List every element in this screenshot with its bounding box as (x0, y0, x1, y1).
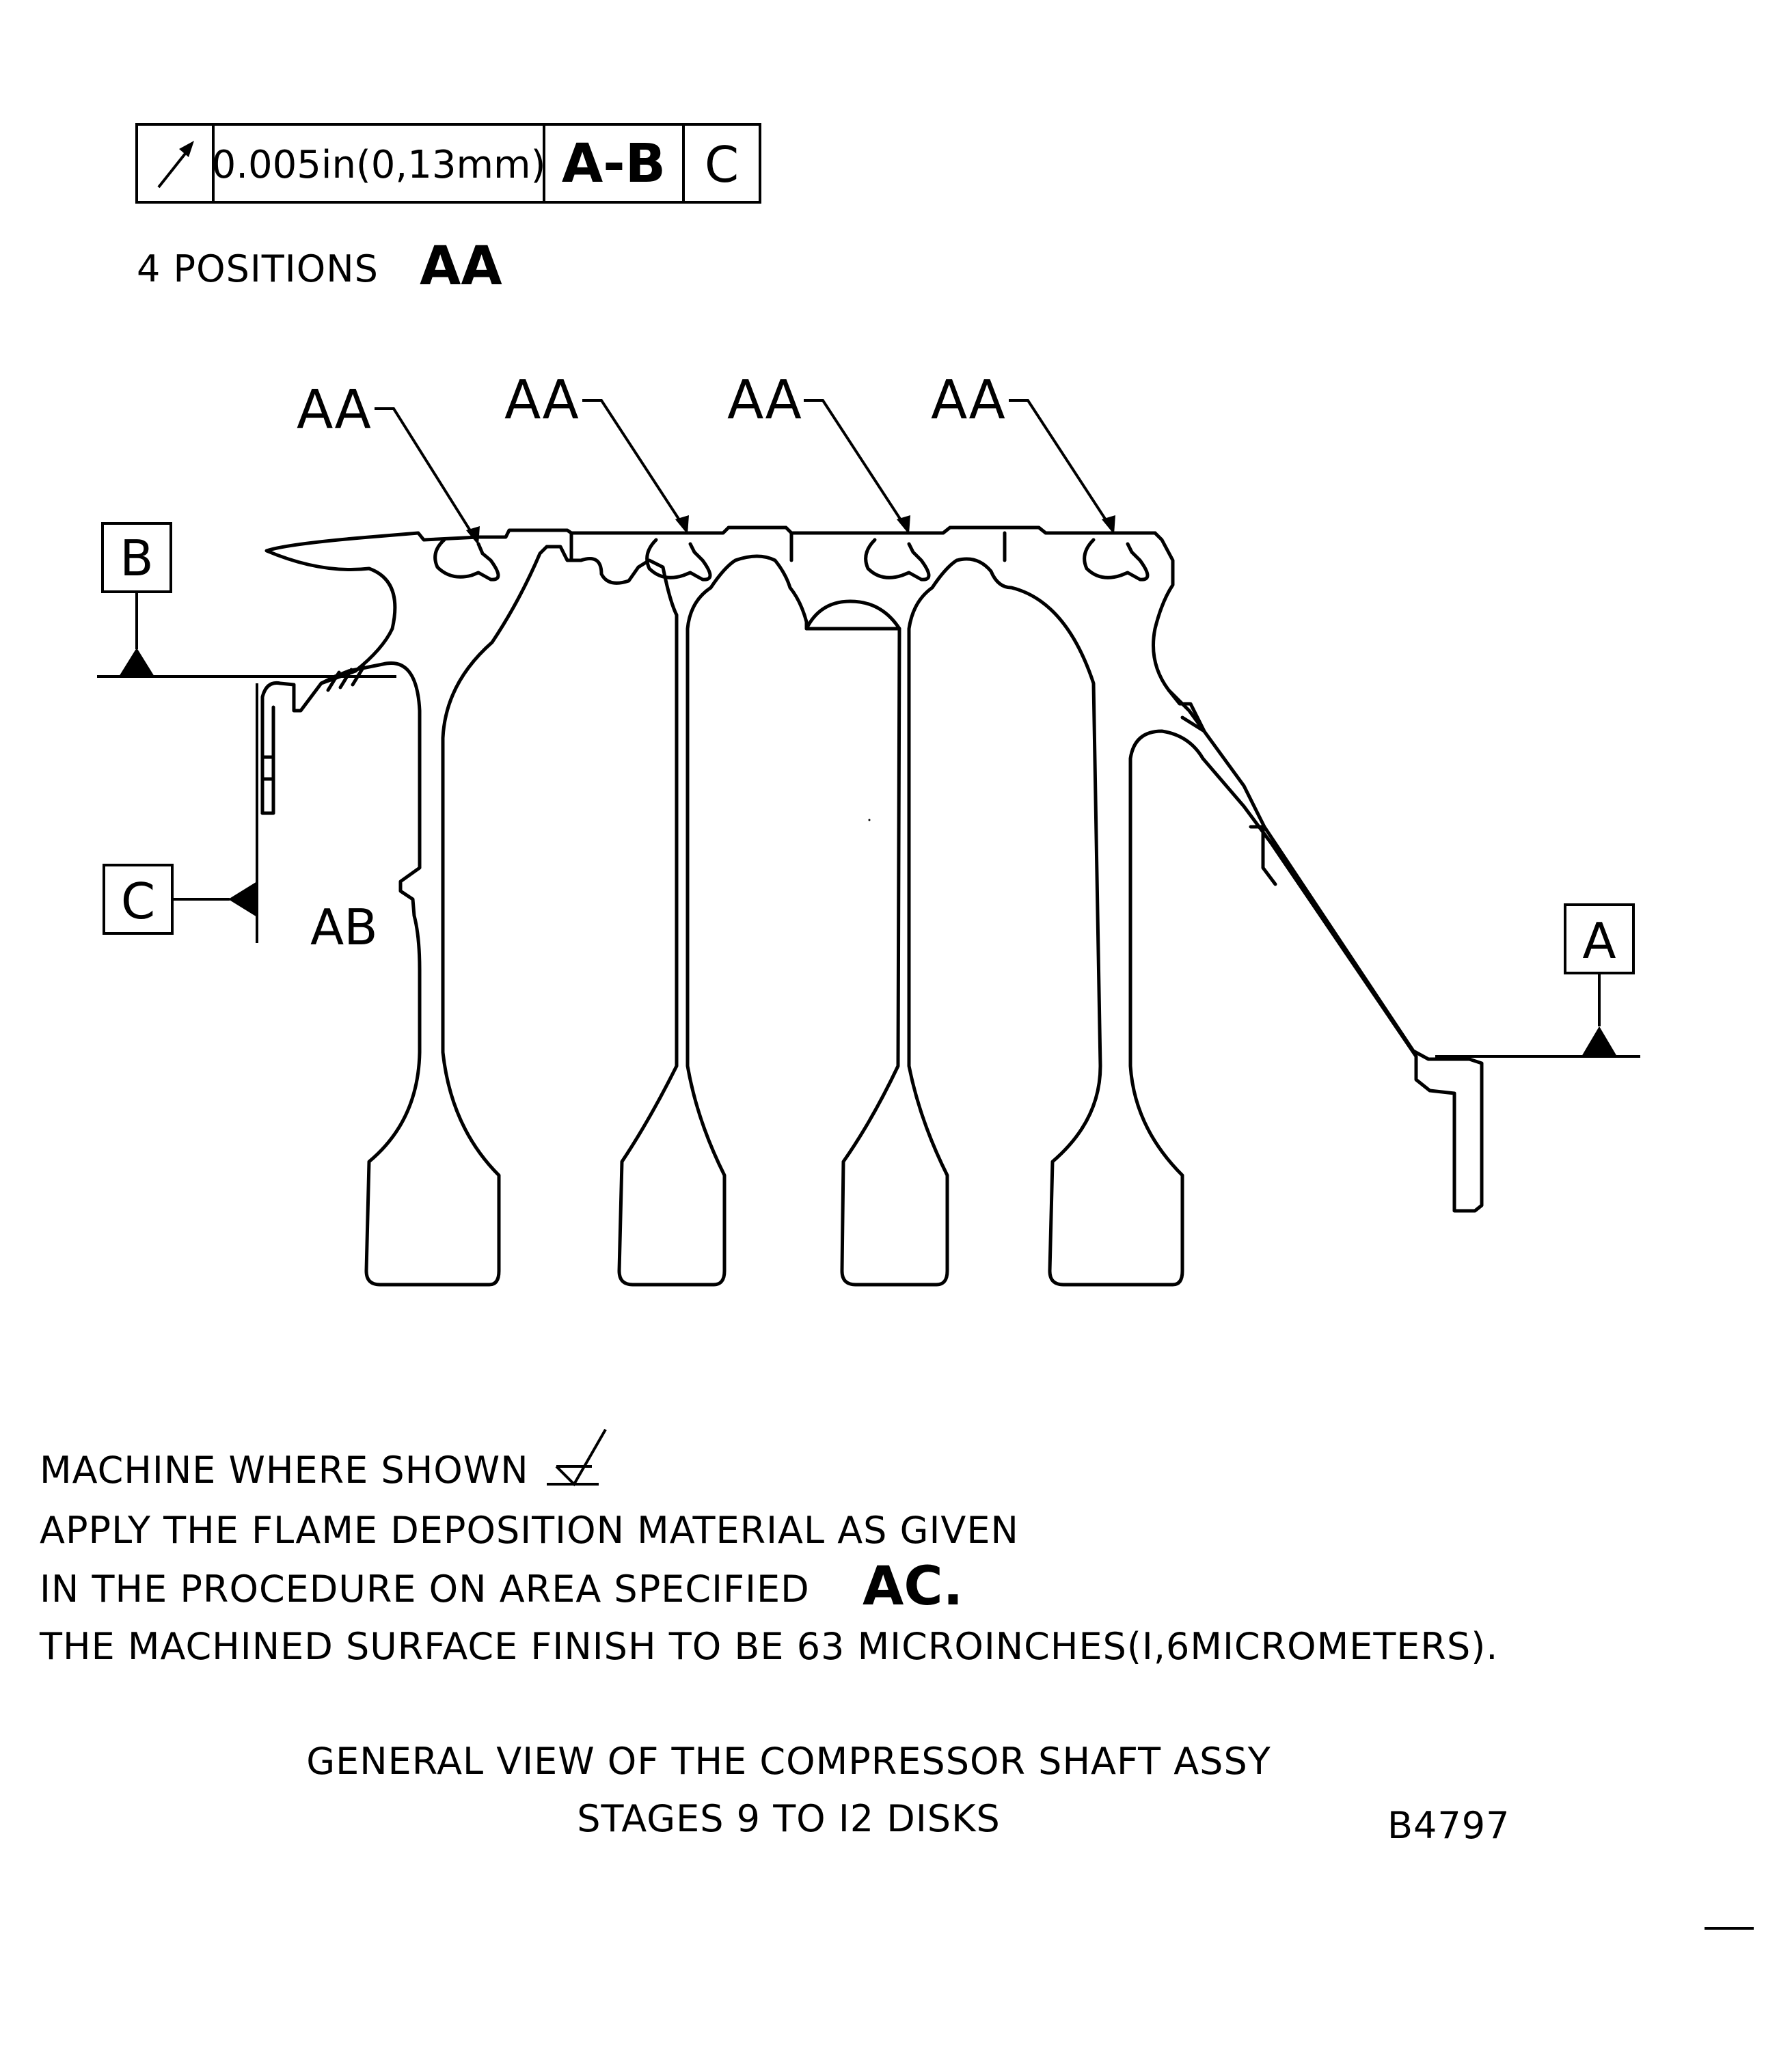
aa-callouts: AA AA AA AA (297, 370, 1115, 545)
caption-subtitle: STAGES 9 TO I2 DISKS (577, 1797, 1001, 1840)
datum-secondary-ref: C (705, 136, 739, 193)
feature-control-frame: 0.005in(0,13mm) A-B C (135, 123, 761, 204)
circular-runout-arrow-icon (157, 141, 194, 189)
datum-a-label: A (1582, 912, 1616, 970)
figure-id: B4797 (1387, 1804, 1510, 1847)
datum-c: C (103, 683, 258, 943)
compressor-shaft-outline (260, 525, 1484, 1287)
machining-surface-symbol-icon (547, 1429, 607, 1487)
aa-callout-1: AA (297, 379, 371, 441)
datum-b: B (97, 522, 396, 678)
datum-b-label: B (120, 530, 153, 587)
note-line-1: MACHINE WHERE SHOWN (40, 1449, 529, 1492)
datum-primary-ref: A-B (562, 133, 666, 195)
note-line-3: IN THE PROCEDURE ON AREA SPECIFIED (40, 1568, 810, 1611)
aa-callout-4: AA (931, 370, 1005, 431)
positions-ref: AA (420, 236, 502, 297)
datum-a: A (1435, 903, 1640, 1058)
note-line-4: THE MACHINED SURFACE FINISH TO BE 63 MIC… (39, 1625, 1498, 1668)
datum-c-label: C (121, 873, 155, 930)
note-line-2: APPLY THE FLAME DEPOSITION MATERIAL AS G… (40, 1509, 1019, 1552)
positions-note: 4 POSITIONS (137, 247, 379, 290)
note-line-3-ref: AC. (863, 1556, 963, 1617)
aa-callout-2: AA (504, 370, 579, 431)
caption-title: GENERAL VIEW OF THE COMPRESSOR SHAFT ASS… (306, 1740, 1271, 1783)
ab-callout: AB (310, 899, 378, 956)
aa-callout-3: AA (727, 370, 802, 431)
tolerance-value: 0.005in(0,13mm) (212, 143, 546, 187)
